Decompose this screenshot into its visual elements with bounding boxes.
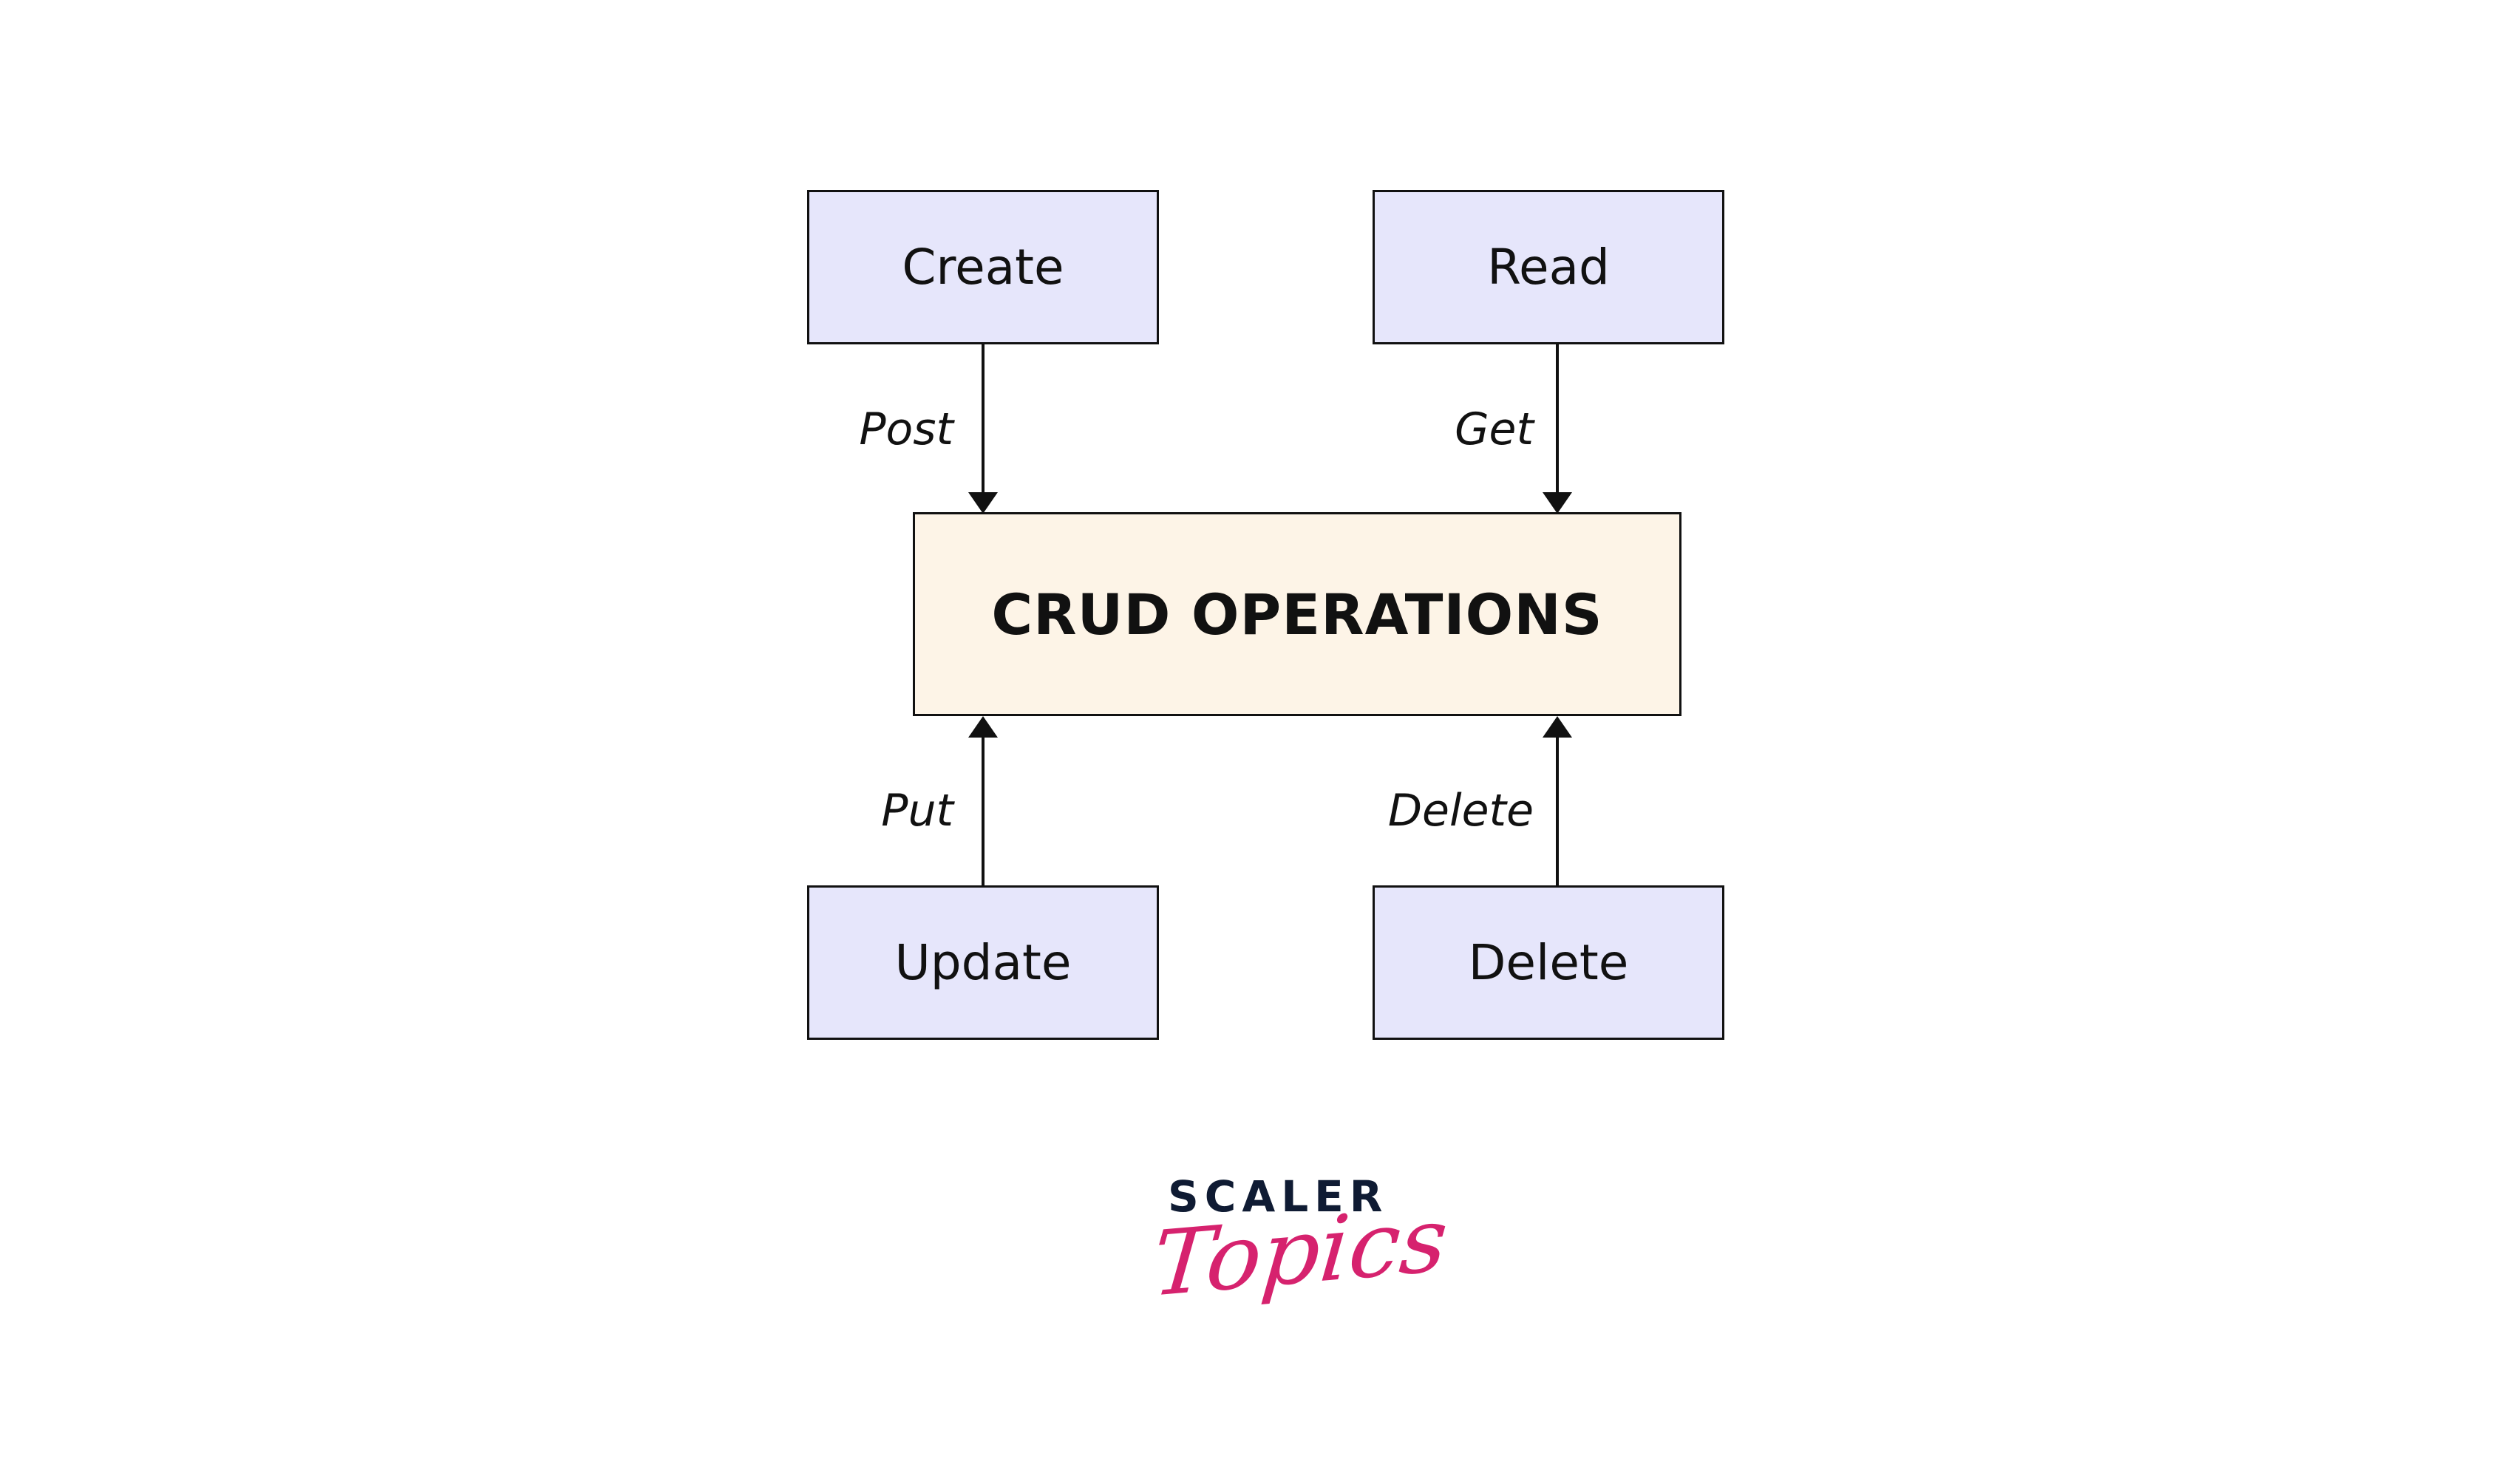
- delete-node: Delete: [1373, 885, 1724, 1040]
- logo-wordmark-topics: Topics: [1148, 1186, 1452, 1317]
- edge-label-post: Post: [859, 404, 953, 455]
- create-node-label: Create: [902, 239, 1064, 296]
- crud-operations-node: CRUD OPERATIONS: [913, 512, 1681, 716]
- update-node-label: Update: [894, 934, 1072, 991]
- scaler-topics-logo: SCALER Topics: [1149, 1171, 1452, 1364]
- edge-label-get: Get: [1455, 404, 1534, 455]
- logo-wordmark-scaler: SCALER: [1168, 1171, 1389, 1222]
- arrowhead-delete: [1543, 716, 1572, 738]
- arrowhead-read: [1543, 492, 1572, 514]
- edge-label-put: Put: [881, 785, 953, 837]
- edge-label-delete: Delete: [1387, 785, 1534, 837]
- read-node-label: Read: [1487, 239, 1610, 296]
- arrowhead-update: [968, 716, 998, 738]
- delete-node-label: Delete: [1468, 934, 1629, 991]
- read-node: Read: [1373, 190, 1724, 344]
- create-node: Create: [807, 190, 1159, 344]
- crud-operations-label: CRUD OPERATIONS: [991, 581, 1603, 647]
- update-node: Update: [807, 885, 1159, 1040]
- arrowhead-create: [968, 492, 998, 514]
